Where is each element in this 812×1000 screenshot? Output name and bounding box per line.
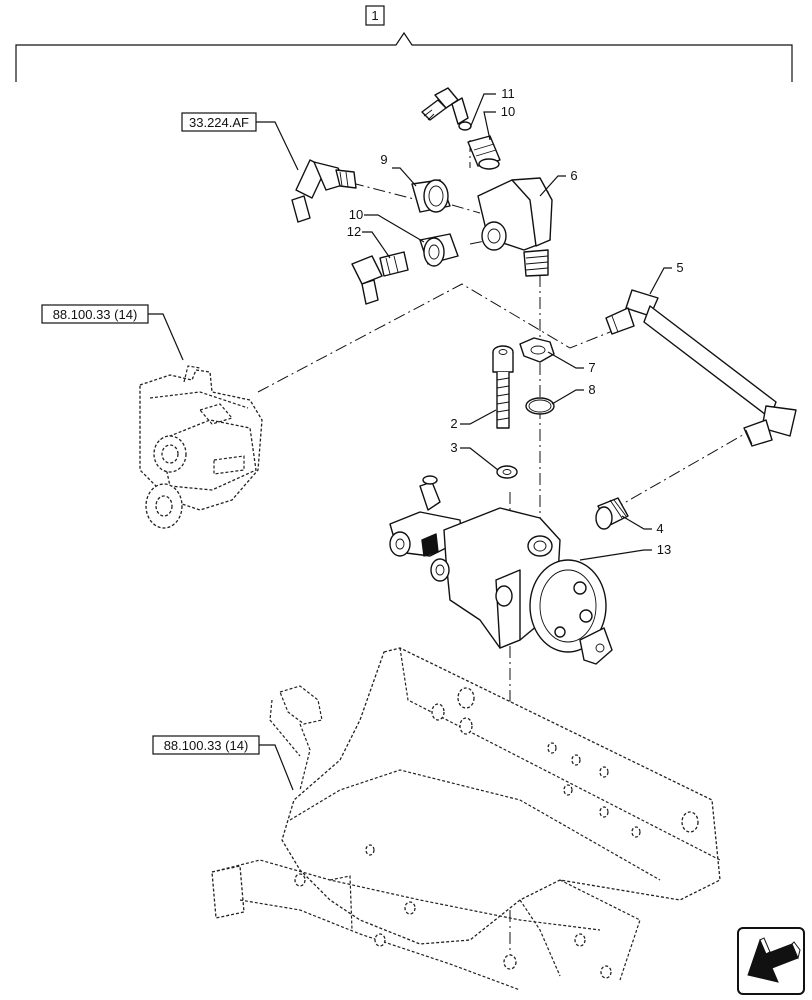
valve-body-13 xyxy=(389,475,613,665)
ref-label-left: 88.100.33 (14) xyxy=(53,307,138,322)
assembly-number: 1 xyxy=(371,8,378,23)
callout-6: 6 xyxy=(570,168,577,183)
callout-10-mid: 10 xyxy=(349,207,363,222)
fitting-4 xyxy=(595,497,629,530)
hose-elbow-left xyxy=(291,159,357,223)
callout-2: 2 xyxy=(450,416,457,431)
fitting-elbow-top xyxy=(421,87,472,131)
arrow-down-left-icon[interactable] xyxy=(737,927,805,995)
callout-5: 5 xyxy=(676,260,683,275)
washer-3 xyxy=(496,465,518,479)
callout-8: 8 xyxy=(588,382,595,397)
hose-assembly-5 xyxy=(605,289,797,447)
adapter-top xyxy=(467,135,501,170)
ref-box-33-224-af[interactable]: 33.224.AF xyxy=(181,112,299,171)
o-ring-8 xyxy=(525,397,555,415)
ref-label-top: 33.224.AF xyxy=(189,115,249,130)
fitting-9 xyxy=(411,179,451,213)
phantom-frame xyxy=(211,647,721,991)
assembly-bracket: 1 xyxy=(15,5,793,82)
callout-12: 12 xyxy=(347,224,361,239)
elbow-fitting-12 xyxy=(351,251,409,305)
ref-box-88-100-33-bottom[interactable]: 88.100.33 (14) xyxy=(152,735,294,791)
ref-label-bottom: 88.100.33 (14) xyxy=(164,738,249,753)
callout-13: 13 xyxy=(657,542,671,557)
callout-7: 7 xyxy=(588,360,595,375)
callout-3: 3 xyxy=(450,440,457,455)
callout-11: 11 xyxy=(501,86,515,101)
callouts: 11 10 9 6 10 12 5 7 8 2 3 4 13 xyxy=(347,86,684,557)
leader-lines xyxy=(362,93,672,561)
ref-box-88-100-33-left[interactable]: 88.100.33 (14) xyxy=(41,304,184,361)
callout-10-top: 10 xyxy=(501,104,515,119)
bolt-2 xyxy=(492,345,514,429)
phantom-reservoir xyxy=(139,365,263,529)
adapter-mid xyxy=(419,233,459,267)
callout-4: 4 xyxy=(656,521,663,536)
nut-7 xyxy=(519,337,555,363)
tee-fitting-6 xyxy=(477,177,553,277)
callout-9: 9 xyxy=(380,152,387,167)
